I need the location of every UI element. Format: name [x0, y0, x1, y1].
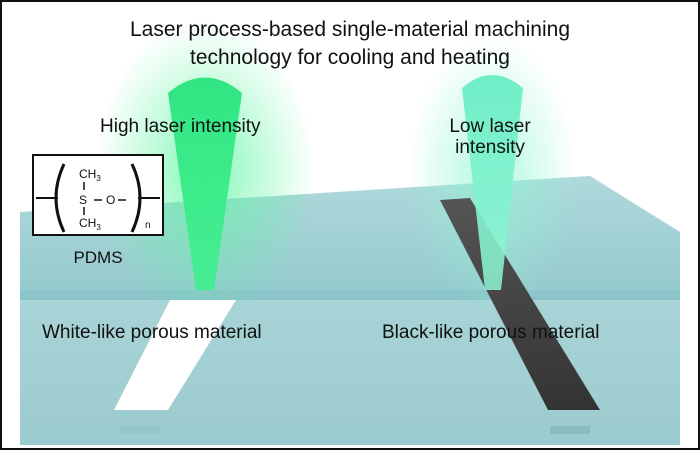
white-porous-stripe: [114, 300, 236, 410]
top-methyl: CH3: [79, 167, 101, 183]
title-line-2: technology for cooling and heating: [190, 46, 510, 69]
oxygen-atom: O: [106, 193, 115, 207]
high-intensity-label: High laser intensity: [100, 116, 261, 137]
low-intensity-label-line-1: Low laser: [449, 116, 531, 137]
left-bracket-icon: [54, 163, 66, 233]
silicon-atom: S: [79, 193, 87, 207]
pdms-label: PDMS: [73, 248, 123, 267]
low-intensity-laser-beam: [462, 75, 523, 290]
pdms-structure-box: CH3 S O CH3 n: [32, 154, 164, 236]
repeat-n: n: [145, 220, 151, 231]
black-porous-stripe: [440, 198, 600, 410]
white-material-label: White-like porous material: [42, 322, 262, 343]
low-intensity-label-line-2: intensity: [455, 137, 525, 158]
black-stripe-shadow: [550, 426, 590, 434]
pdms-structure-diagram: CH3 S O CH3 n: [36, 163, 160, 233]
title-line-1: Laser process-based single-material mach…: [129, 18, 571, 41]
bottom-methyl: CH3: [79, 216, 101, 232]
white-stripe-shadow: [120, 426, 160, 434]
black-material-label: Black-like porous material: [382, 322, 600, 343]
high-intensity-laser-beam: [168, 77, 242, 290]
